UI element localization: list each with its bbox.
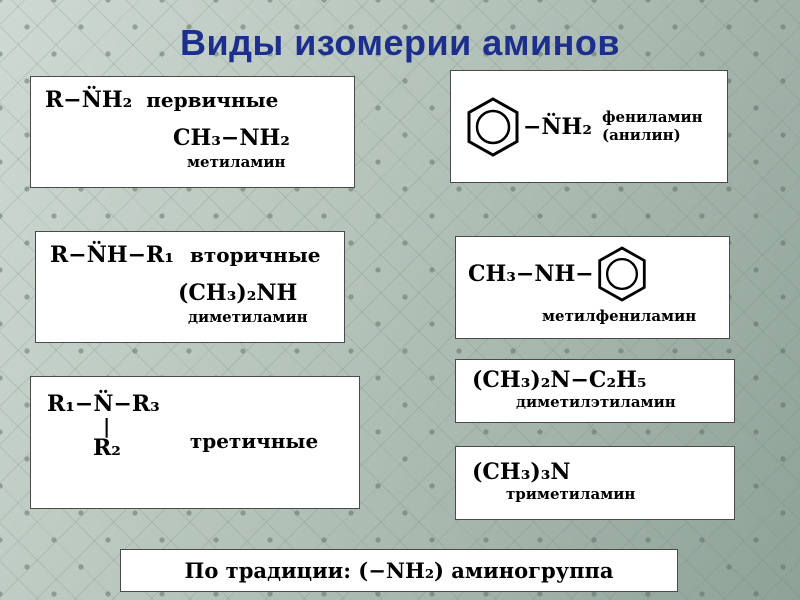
secondary-type-label: вторичные: [189, 243, 321, 267]
tertiary-bond: |: [103, 414, 111, 439]
primary-type-label: первичные: [146, 88, 279, 112]
benzene-ring-icon: [596, 245, 648, 303]
methylphenylamine-formula: CH₃−NH−: [468, 261, 594, 287]
trimethylamine-formula: (CH₃)₃N: [472, 459, 571, 485]
dimethylethylamine-box: (CH₃)₂N−C₂H₅ диметилэтиламин: [455, 359, 735, 423]
dimethylethylamine-name: диметилэтиламин: [516, 393, 676, 411]
trimethylamine-name: триметиламин: [506, 485, 636, 503]
methylphenylamine-name: метилфениламин: [542, 307, 697, 325]
tertiary-r2: R₂: [93, 435, 121, 462]
secondary-example-name: диметиламин: [188, 308, 308, 326]
slide-title: Виды изомерии аминов: [180, 22, 620, 63]
tertiary-type-label: третичные: [189, 429, 319, 453]
primary-example-name: метиламин: [187, 153, 286, 171]
trimethylamine-box: (CH₃)₃N триметиламин: [455, 446, 735, 520]
primary-example-formula: CH₃−NH₂: [173, 125, 290, 151]
tertiary-structure: R₁−N̈−R₃ | R₂: [47, 391, 160, 492]
dimethylethylamine-formula: (CH₃)₂N−C₂H₅: [472, 367, 647, 393]
methylphenylamine-box: CH₃−NH− метилфениламин: [455, 236, 730, 339]
benzene-ring-icon: [465, 96, 521, 158]
aniline-formula: −N̈H₂: [523, 113, 592, 140]
tertiary-general-formula: R₁−N̈−R₃: [47, 391, 160, 417]
footer-note-text: По традиции: (−NH₂) аминогруппа: [184, 558, 614, 583]
tertiary-amines-box: R₁−N̈−R₃ | R₂ третичные: [30, 376, 360, 509]
secondary-amines-box: R−N̈H−R₁ вторичные (CH₃)₂NH диметиламин: [35, 231, 345, 343]
primary-general-formula: R−N̈H₂: [45, 87, 133, 113]
aniline-name-alt: (анилин): [601, 125, 681, 144]
secondary-example-formula: (CH₃)₂NH: [178, 280, 298, 306]
aniline-name: фениламин: [601, 108, 703, 127]
footer-note-box: По традиции: (−NH₂) аминогруппа: [120, 549, 678, 592]
primary-amines-box: R−N̈H₂ первичные CH₃−NH₂ метиламин: [30, 76, 355, 188]
aniline-box: −N̈H₂ фениламин (анилин): [450, 70, 728, 183]
secondary-general-formula: R−N̈H−R₁: [50, 242, 174, 268]
